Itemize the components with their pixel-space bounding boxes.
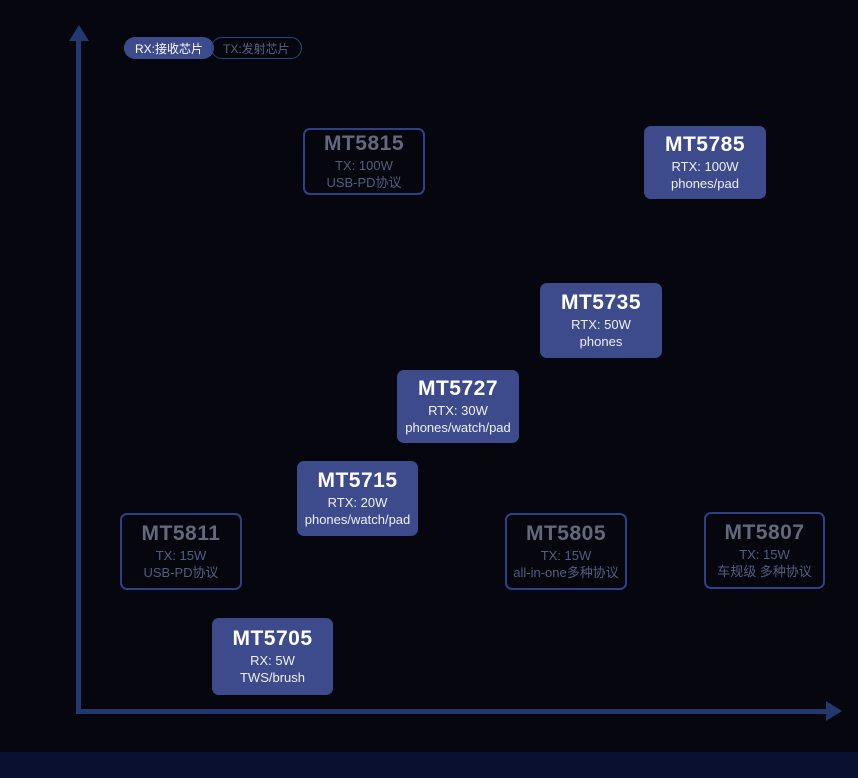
chip-desc: USB-PD协议 [143,564,219,580]
chip-desc: phones/watch/pad [304,511,411,527]
horizontal-axis-arrowhead-icon [826,701,842,721]
chip-spec: TX: 100W [335,157,393,173]
chip-spec: TX: 15W [540,547,592,563]
chip-spec: RTX: 20W [327,494,388,510]
chip-title: MT5735 [560,290,642,314]
chip-node-mt5807: MT5807 TX: 15W 车规级 多种协议 [704,512,825,589]
vertical-axis [76,38,81,714]
chip-desc: TWS/brush [239,669,305,685]
chip-spec: RTX: 30W [428,402,488,418]
chip-desc: phones/watch/pad [405,419,511,435]
legend-tx-pill: TX:发射芯片 [211,37,302,59]
chip-title: MT5705 [232,626,313,650]
chip-desc: 车规级 多种协议 [717,563,812,579]
chip-title: MT5811 [141,521,221,545]
horizontal-axis [76,709,828,714]
chip-spec: RX: 5W [250,652,295,668]
chip-title: MT5805 [525,521,607,545]
chip-title: MT5727 [417,376,499,400]
chip-spec: TX: 15W [155,547,207,563]
chip-spec: RTX: 50W [571,316,631,332]
chip-node-mt5705: MT5705 RX: 5W TWS/brush [212,618,333,695]
chip-node-mt5811: MT5811 TX: 15W USB-PD协议 [120,513,242,590]
footer-strip [0,752,858,778]
chip-node-mt5815: MT5815 TX: 100W USB-PD协议 [303,128,425,195]
chip-spec: TX: 15W [739,546,790,562]
chip-title: MT5815 [323,131,405,155]
chip-desc: USB-PD协议 [326,174,402,190]
chip-title: MT5715 [317,468,398,492]
chip-spec: RTX: 100W [671,158,739,174]
chip-desc: all-in-one多种协议 [513,564,619,580]
chip-node-mt5805: MT5805 TX: 15W all-in-one多种协议 [505,513,627,590]
chip-title: MT5807 [724,520,805,544]
chip-node-mt5727: MT5727 RTX: 30W phones/watch/pad [397,370,519,443]
chip-title: MT5785 [664,132,746,156]
chip-node-mt5715: MT5715 RTX: 20W phones/watch/pad [297,461,418,536]
legend-rx-pill: RX:接收芯片 [124,37,215,59]
vertical-axis-arrowhead-icon [69,25,89,41]
chip-node-mt5785: MT5785 RTX: 100W phones/pad [644,126,766,199]
chip-desc: phones/pad [671,175,739,191]
chip-node-mt5735: MT5735 RTX: 50W phones [540,283,662,358]
chip-desc: phones [579,333,623,349]
